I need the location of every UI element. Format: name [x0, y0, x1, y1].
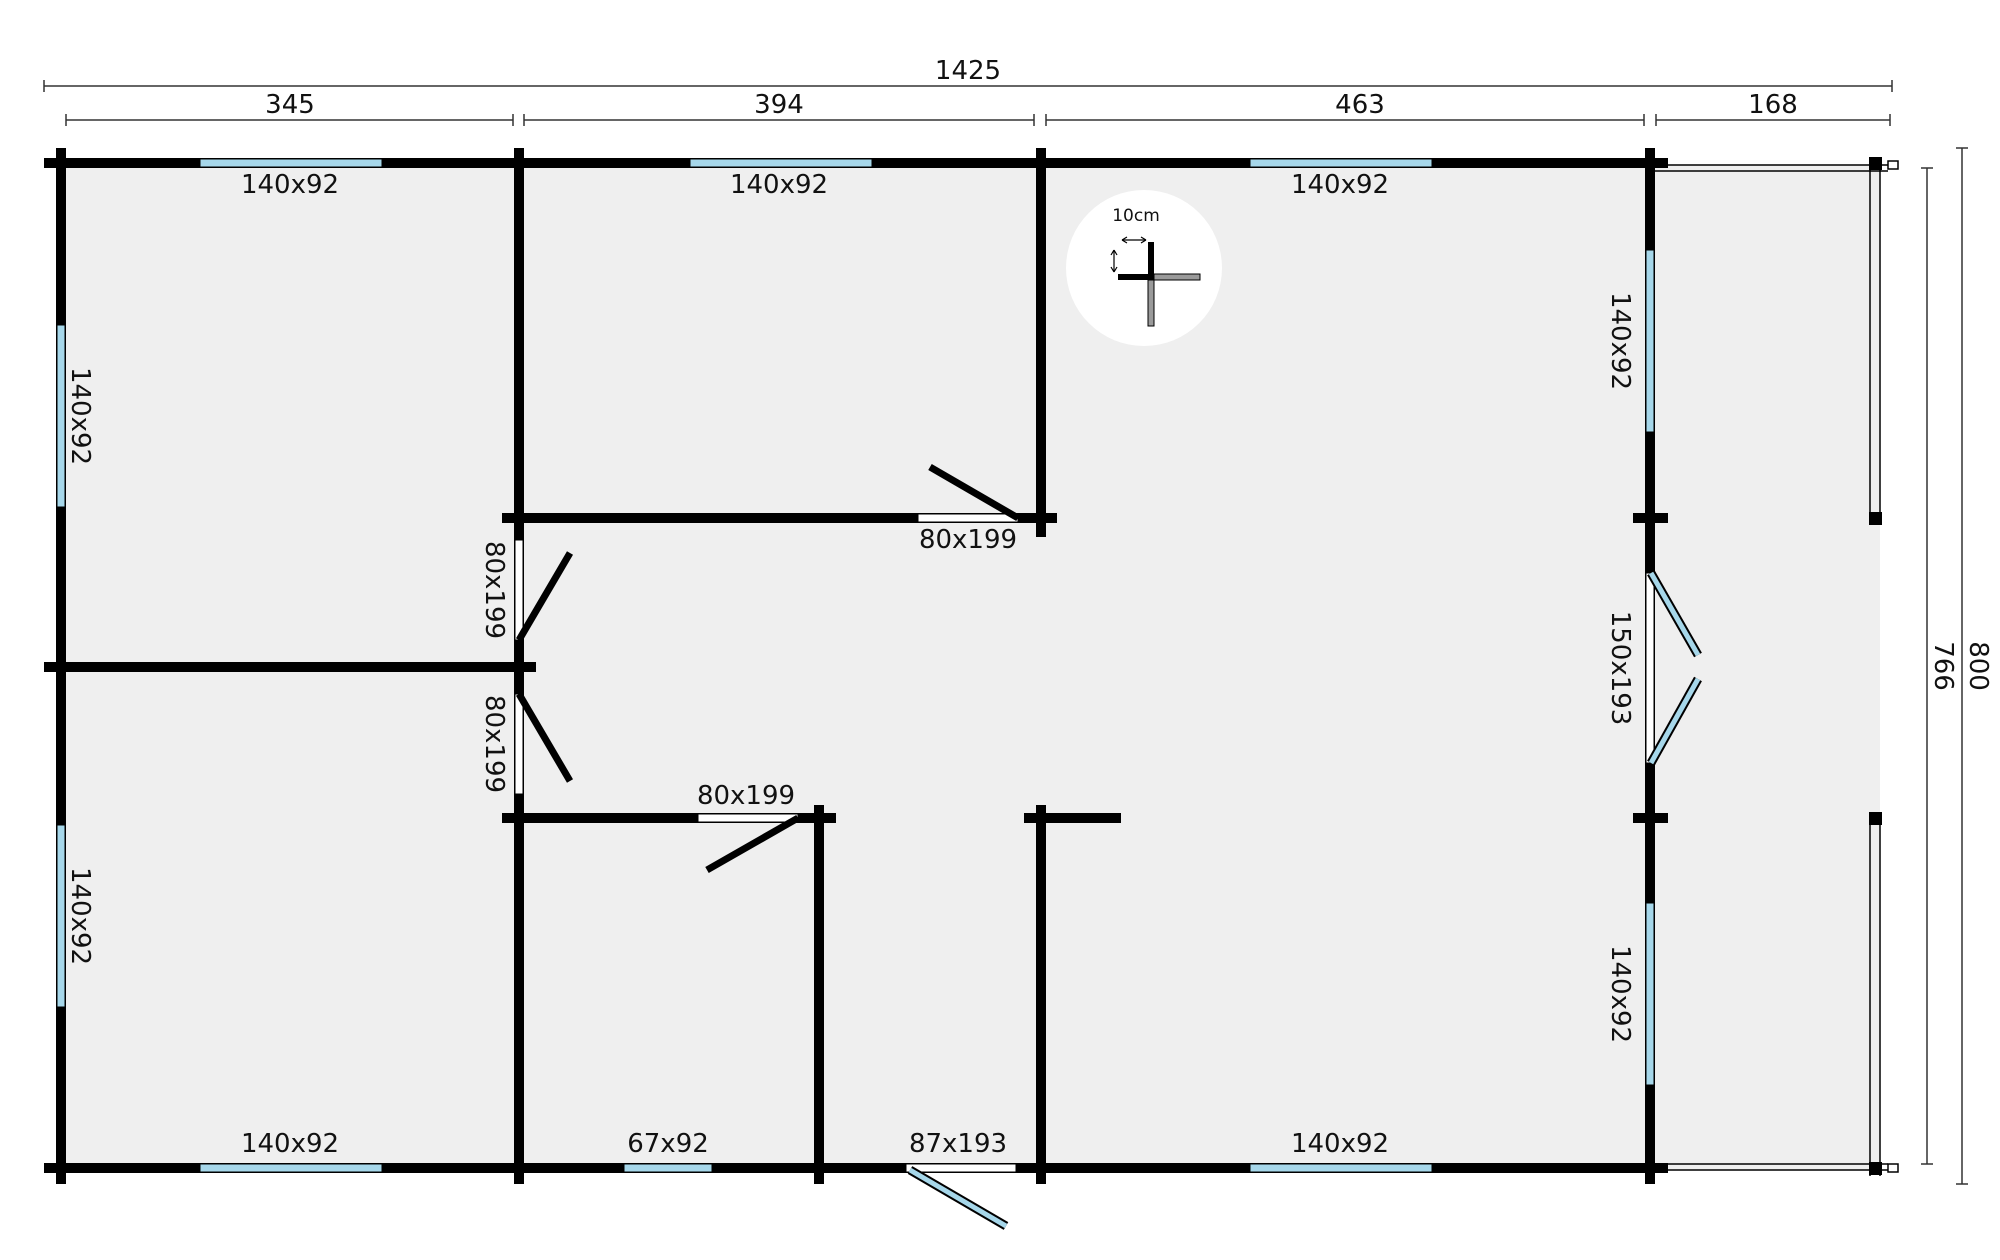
- label-door-upper-room: 80x199: [919, 525, 1017, 555]
- label-window-top-left: 140x92: [241, 170, 339, 200]
- label-door-terrace: 150x193: [1605, 611, 1635, 726]
- dim-segment-3: 463: [1335, 90, 1385, 120]
- terrace: [1650, 157, 1899, 1176]
- terrace-double-door-leaves: [1647, 570, 1702, 766]
- window-top-left: [199, 158, 383, 168]
- label-door-left-upper: 80x199: [479, 541, 509, 639]
- front-door-leaf: [907, 1166, 1009, 1230]
- label-door-front: 87x193: [909, 1129, 1007, 1159]
- dim-segment-4: 168: [1748, 90, 1798, 120]
- dim-inner-depth: 766: [1928, 641, 1958, 691]
- label-window-right-lower: 140x92: [1605, 945, 1635, 1043]
- door-leaves: [515, 463, 1020, 874]
- door-left-upper-leaf: [515, 551, 574, 642]
- door-left-lower-leaf: [515, 692, 574, 783]
- label-window-left-upper: 140x92: [65, 367, 95, 465]
- door-openings: [514, 513, 1655, 1173]
- window-bottom-left: [199, 1163, 383, 1173]
- label-window-top-right: 140x92: [1291, 170, 1389, 200]
- label-window-bottom-left: 140x92: [241, 1129, 339, 1159]
- wall-corner-detail-icon: 10cm: [1066, 190, 1222, 346]
- windows: [56, 158, 1655, 1173]
- label-window-bottom-small: 67x92: [627, 1129, 709, 1159]
- door-lower-small-leaf: [705, 814, 800, 874]
- dim-segment-1: 345: [265, 90, 315, 120]
- window-right-upper: [1645, 249, 1655, 433]
- label-window-left-lower: 140x92: [65, 867, 95, 965]
- window-labels: 140x92 140x92 140x92 140x92 67x92 140x92…: [65, 170, 1635, 1159]
- window-left-upper: [56, 324, 66, 508]
- dim-total-depth: 800: [1963, 641, 1993, 691]
- dim-segment-2: 394: [754, 90, 804, 120]
- label-door-left-lower: 80x199: [479, 695, 509, 793]
- window-bottom-small: [623, 1163, 713, 1173]
- window-top-right: [1249, 158, 1433, 168]
- door-upper-room-leaf: [928, 463, 1020, 522]
- door-labels: 80x199 80x199 80x199 80x199 87x193 150x1…: [479, 525, 1635, 1159]
- dimension-lines: [43, 80, 1968, 1185]
- wall-thickness-label: 10cm: [1112, 206, 1160, 226]
- window-top-middle: [689, 158, 873, 168]
- window-bottom-right: [1249, 1163, 1433, 1173]
- label-window-bottom-right: 140x92: [1291, 1129, 1389, 1159]
- window-left-lower: [56, 824, 66, 1008]
- dimension-labels: 1425 345 394 463 168 766 800: [265, 56, 1993, 691]
- label-window-top-middle: 140x92: [730, 170, 828, 200]
- label-door-lower-small: 80x199: [697, 781, 795, 811]
- dim-total-width: 1425: [935, 56, 1001, 86]
- label-window-right-upper: 140x92: [1605, 292, 1635, 390]
- window-right-lower: [1645, 902, 1655, 1086]
